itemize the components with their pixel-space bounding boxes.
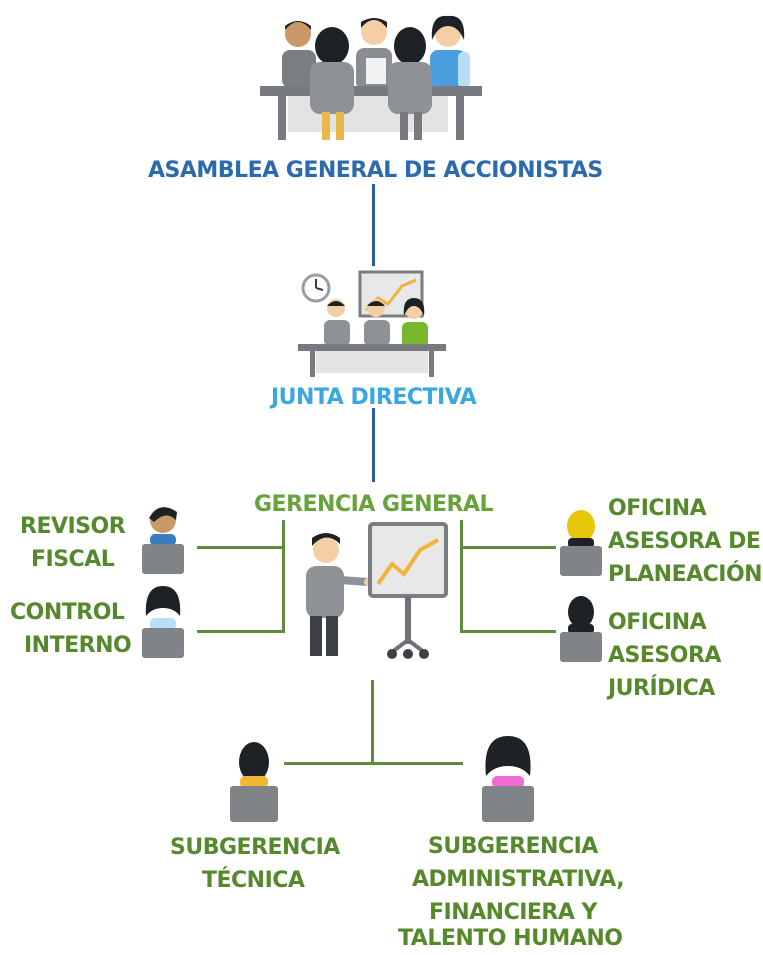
tecnica-label-line1: SUBGERENCIA: [170, 835, 340, 860]
junta-label: JUNTA DIRECTIVA: [271, 385, 477, 410]
juridica-person-icon: [560, 596, 602, 662]
connector-subgerencias-horizontal: [284, 762, 463, 765]
administrativa-label-line4: TALENTO HUMANO: [398, 926, 623, 951]
connector-left-vertical: [282, 520, 285, 632]
meeting-table-icon: [260, 15, 482, 140]
connector-revisor: [197, 546, 285, 549]
administrativa-label-line2: ADMINISTRATIVA,: [412, 867, 625, 892]
connector-junta-gerencia: [372, 408, 375, 482]
connector-gerencia-subgerencias: [371, 680, 374, 764]
presenter-whiteboard-icon: [306, 522, 448, 659]
administrativa-label-line1: SUBGERENCIA: [428, 834, 598, 859]
control-label-line1: CONTROL: [10, 600, 125, 625]
tecnica-person-icon: [230, 742, 278, 822]
planeacion-label-line2: ASESORA DE: [608, 529, 761, 554]
tecnica-label-line2: TÉCNICA: [202, 868, 305, 893]
juridica-label-line2: ASESORA: [608, 643, 721, 668]
planeacion-label-line3: PLANEACIÓN: [608, 562, 763, 587]
connector-asamblea-junta: [372, 184, 375, 266]
board-meeting-icon: [298, 270, 446, 377]
connector-control: [197, 630, 285, 633]
juridica-label-line3: JURÍDICA: [608, 676, 715, 701]
revisor-label-line2: FISCAL: [31, 547, 115, 572]
gerencia-label: GERENCIA GENERAL: [254, 492, 494, 517]
planeacion-label-line1: OFICINA: [608, 496, 707, 521]
connector-juridica: [460, 630, 556, 633]
connector-planeacion: [460, 546, 556, 549]
planeacion-person-icon: [560, 510, 602, 576]
administrativa-label-line3: FINANCIERA Y: [429, 900, 597, 925]
revisor-person-icon: [142, 507, 184, 574]
revisor-label-line1: REVISOR: [20, 514, 126, 539]
asamblea-label: ASAMBLEA GENERAL DE ACCIONISTAS: [148, 158, 603, 183]
administrativa-person-icon: [482, 736, 534, 822]
juridica-label-line1: OFICINA: [608, 610, 707, 635]
control-label-line2: INTERNO: [24, 633, 132, 658]
control-person-icon: [142, 586, 184, 658]
connector-right-vertical: [460, 520, 463, 632]
